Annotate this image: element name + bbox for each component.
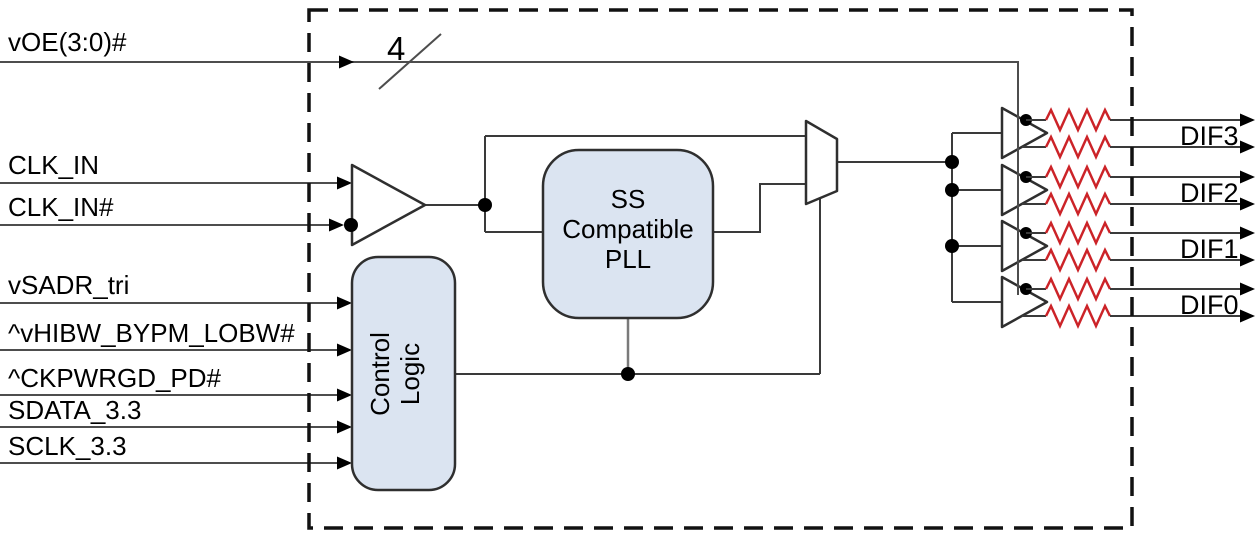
control-logic-label: Control Logic <box>365 332 425 416</box>
arrow-head-icon <box>337 296 352 310</box>
output-label-dif3: DIF3 <box>1180 121 1239 151</box>
arrow-head-icon <box>337 420 352 434</box>
input-signals: vOE(3:0)# 4 CLK_IN CLK_IN# vSADR_tri ^vH… <box>0 27 1019 470</box>
chip-boundary <box>307 8 1134 530</box>
bus-width-slash-icon <box>378 33 442 90</box>
signal-line-voe <box>0 61 1019 295</box>
net-line-pll-out <box>713 183 806 233</box>
output-label-dif1: DIF1 <box>1180 234 1239 264</box>
pll-label-line1: SS <box>611 184 646 214</box>
series-resistor <box>1044 133 1112 161</box>
inverting-input-dot <box>344 218 358 232</box>
junction-dot <box>945 183 959 197</box>
junction-dot <box>945 155 959 169</box>
dif-outputs: DIF3 DIF2 DIF1 DIF0 <box>1020 106 1255 330</box>
input-label-clkinb: CLK_IN# <box>8 192 114 222</box>
input-label-sclk: SCLK_3.3 <box>8 431 127 461</box>
bus-width-label: 4 <box>387 30 405 67</box>
pll-block-label: SS Compatible PLL <box>562 184 694 274</box>
series-resistor <box>1044 302 1112 330</box>
clk-input-buffer <box>350 163 427 247</box>
control-logic-label-line1: Control <box>365 332 395 416</box>
input-label-clkin: CLK_IN <box>8 150 99 180</box>
arrow-head-icon <box>1240 282 1255 296</box>
arrow-head-icon <box>337 388 352 402</box>
clock-mux <box>804 119 839 206</box>
series-resistor <box>1044 190 1112 218</box>
control-logic-block <box>350 255 457 492</box>
input-label-hibw: ^vHIBW_BYPM_LOBW# <box>8 318 295 348</box>
arrow-head-icon <box>1240 253 1255 267</box>
pll-label-line3: PLL <box>605 244 651 274</box>
arrow-head-icon <box>1240 309 1255 323</box>
arrow-head-icon <box>339 55 354 69</box>
output-label-dif2: DIF2 <box>1180 178 1239 208</box>
input-label-ckpwrgd: ^CKPWRGD_PD# <box>8 363 222 393</box>
pll-block <box>541 148 715 320</box>
series-resistor <box>1044 275 1112 303</box>
input-label-sdata: SDATA_3.3 <box>8 395 141 425</box>
series-resistor <box>1044 246 1112 274</box>
arrow-head-icon <box>337 343 352 357</box>
arrow-head-icon <box>337 456 352 470</box>
junction-dot <box>621 367 635 381</box>
series-resistor <box>1044 106 1112 134</box>
internal-nets <box>425 132 1002 375</box>
output-label-dif0: DIF0 <box>1180 290 1239 320</box>
series-resistor <box>1044 163 1112 191</box>
arrow-head-icon <box>337 176 352 190</box>
arrow-head-icon <box>1240 170 1255 184</box>
arrow-head-icon <box>1240 197 1255 211</box>
junction-dots <box>478 155 959 381</box>
input-label-sadr: vSADR_tri <box>8 270 129 300</box>
arrow-head-icon <box>1240 113 1255 127</box>
pll-label-line2: Compatible <box>562 214 694 244</box>
arrow-head-icon <box>329 218 344 232</box>
junction-dot <box>945 239 959 253</box>
control-logic-label-line2: Logic <box>395 343 425 405</box>
junction-dot <box>478 198 492 212</box>
arrow-head-icon <box>1240 226 1255 240</box>
series-resistor <box>1044 219 1112 247</box>
arrow-head-icon <box>1240 140 1255 154</box>
input-label-voe: vOE(3:0)# <box>8 27 127 57</box>
